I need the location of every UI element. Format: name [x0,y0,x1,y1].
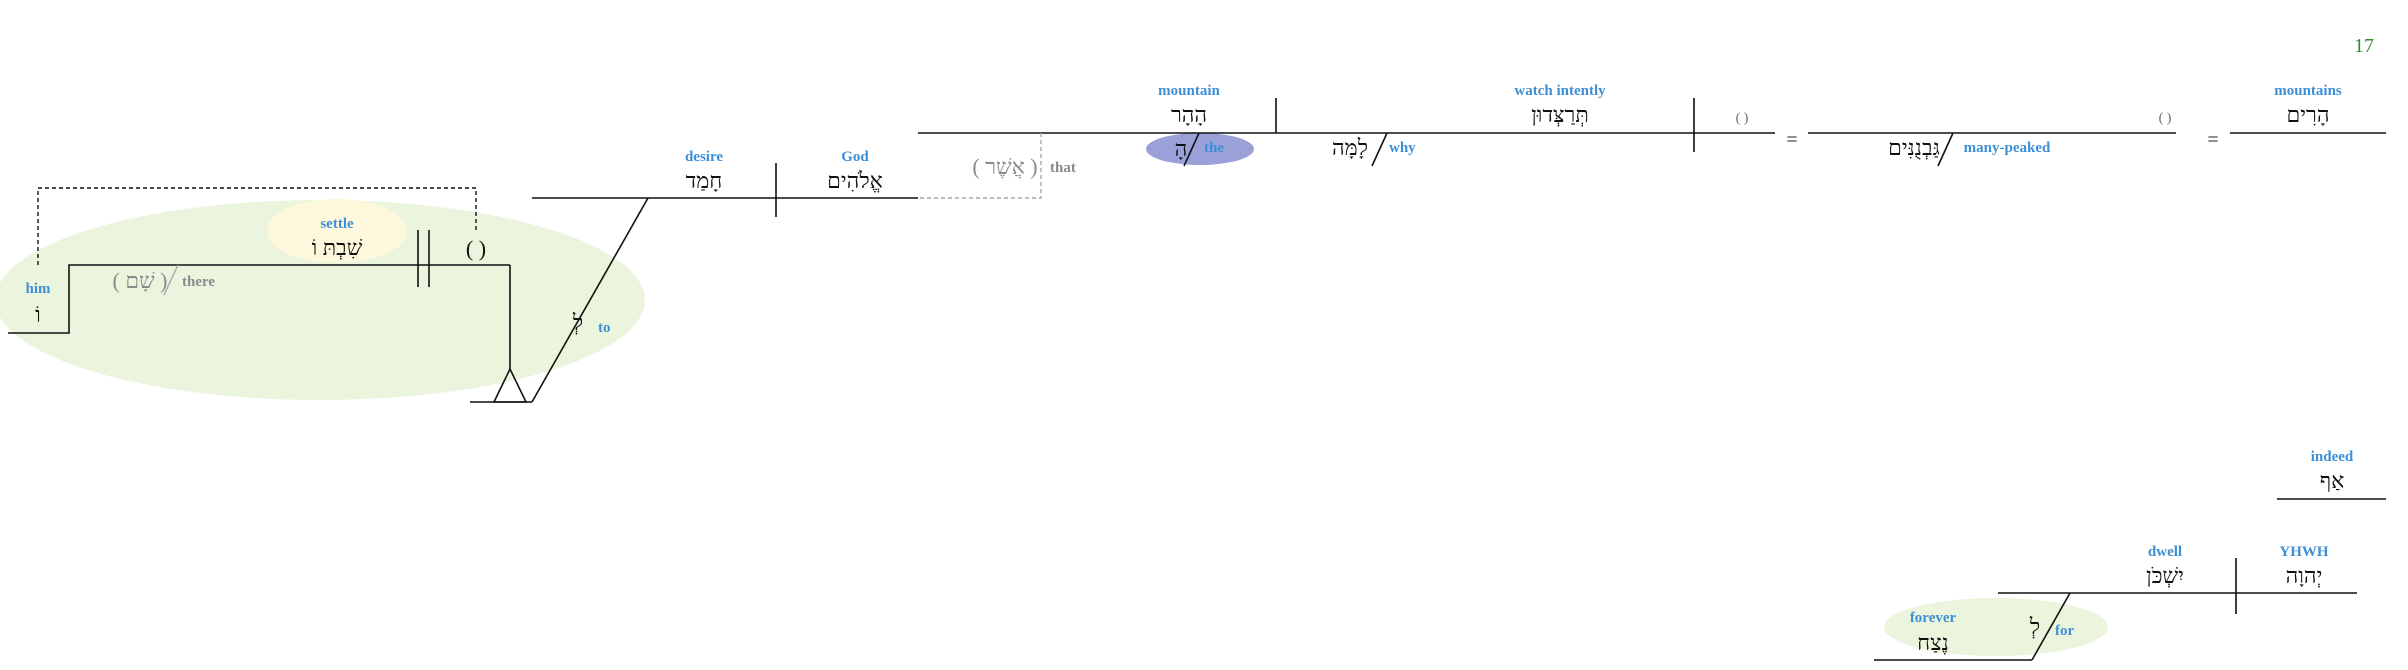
relative-particle-hebrew: ( אֲשֶׁר ) [972,154,1037,179]
relative-connector-dashed [918,133,1042,199]
page-number: 17 [2354,35,2374,57]
modifier-why-hebrew: לָמָּה [1332,135,1368,160]
apposition-many-peaked-gloss: many-peaked [1964,140,2051,156]
clause2-verb-dwell-hebrew: יִשְׁכֹּן [2146,563,2184,588]
relative-verb-desire-hebrew: חָמַד [686,168,723,193]
apposition-placeholder: ( ) [2159,111,2172,126]
preposition-to-line [531,197,649,403]
infinitive-phrase-highlight [0,200,645,400]
article-the-gloss: the [1204,140,1224,156]
preposition-for-line [2031,592,2071,661]
there-modifier-line [163,264,179,296]
preposition-for-hebrew: לְ [2029,614,2040,639]
conjunction-indeed-hebrew: אַף [2320,468,2345,493]
relative-particle-gloss: that [1050,160,1076,176]
clause2-subject-yhwh-hebrew: יְהוָה [2286,563,2323,588]
pedestal-triangle [492,367,528,403]
object-mountain-gloss: mountain [1158,83,1220,99]
forever-phrase-highlight [1884,598,2108,656]
clause2-verb-dwell-gloss: dwell [2148,544,2182,560]
preposition-to-gloss: to [598,320,611,336]
verb-placeholder: ( ) [1736,111,1749,126]
relative-subject-god-gloss: God [841,149,869,165]
relative-verb-desire-gloss: desire [685,149,723,165]
equals-sign-left: = [1786,129,1797,151]
article-modifier-line [1183,132,1200,167]
infinitive-highlight [267,199,407,263]
suffix-him-hebrew: וֹ [35,302,41,327]
verb-watch-intently-hebrew: תְּרַצְּדוּן [1531,102,1589,127]
infinitive-settle-hebrew: שִׁבְתּ וֹ [312,235,363,260]
clause2-subject-yhwh-gloss: YHWH [2279,544,2329,560]
object-forever-gloss: forever [1910,610,1957,626]
adverb-there-hebrew: ( שָׁם ) [113,268,168,293]
suffix-him-gloss: him [25,281,51,297]
subject-mountains-gloss: mountains [2274,83,2342,99]
apposition-many-peaked-hebrew: גַּבְנֻנִּים [1888,135,1940,160]
object-forever-hebrew: נֶצַח [1917,630,1949,655]
why-modifier-line [1371,132,1388,167]
suffix-reference-dashed [37,187,477,265]
infinitive-baseline [8,264,510,334]
equals-sign-right: = [2207,129,2218,151]
conjunction-indeed-gloss: indeed [2311,449,2354,465]
infinitive-placeholder: ( ) [466,236,486,261]
preposition-for-gloss: for [2055,623,2074,639]
relative-subject-god-hebrew: אֱלֹהִים [827,168,883,193]
infinitive-settle-gloss: settle [320,216,354,232]
apposition-modifier-line [1937,132,1954,167]
preposition-to-hebrew: לְ [572,310,583,335]
verb-watch-intently-gloss: watch intently [1514,83,1606,99]
adverb-there-gloss: there [182,274,215,290]
modifier-why-gloss: why [1389,140,1416,156]
article-highlight [1146,133,1254,165]
object-mountain-hebrew: הָהָר [1171,102,1207,127]
subject-mountains-hebrew: הָרִים [2287,102,2330,127]
article-the-hebrew: הָ [1175,136,1188,161]
